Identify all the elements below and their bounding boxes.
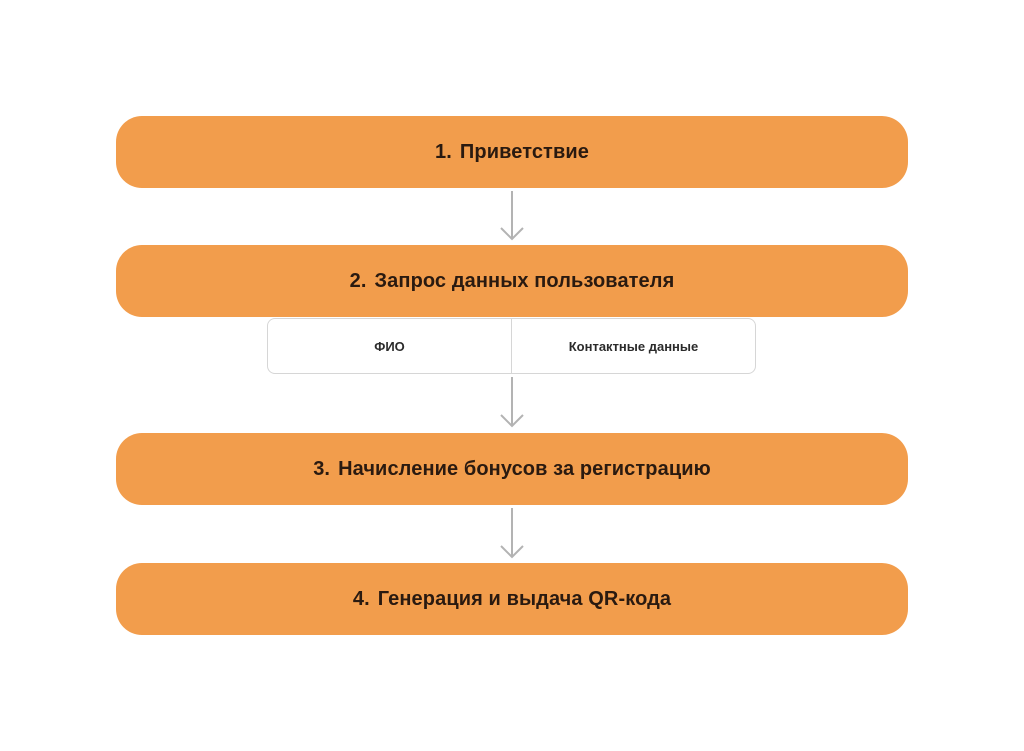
step-label: Генерация и выдача QR-кода [377,587,672,610]
step-number: 3. [313,457,331,480]
down-arrow-icon [500,508,524,559]
step-2-request-user-data: 2. Запрос данных пользователя [116,245,908,317]
step-label: Запрос данных пользователя [374,269,675,292]
field-contact-data: Контактные данные [511,319,755,373]
field-full-name: ФИО [374,338,405,354]
user-data-fields: ФИО Контактные данные [267,318,756,374]
down-arrow-icon [500,191,524,241]
step-1-greeting: 1. Приветствие [116,116,908,188]
step-number: 4. [352,587,370,610]
step-number: 2. [349,269,367,292]
down-arrow-icon [500,377,524,428]
step-label: Приветствие [459,140,589,163]
step-4-qr-code: 4. Генерация и выдача QR-кода [116,563,908,635]
step-3-registration-bonus: 3. Начисление бонусов за регистрацию [116,433,908,505]
step-number: 1. [435,140,452,163]
step-label: Начисление бонусов за регистрацию [338,457,711,480]
